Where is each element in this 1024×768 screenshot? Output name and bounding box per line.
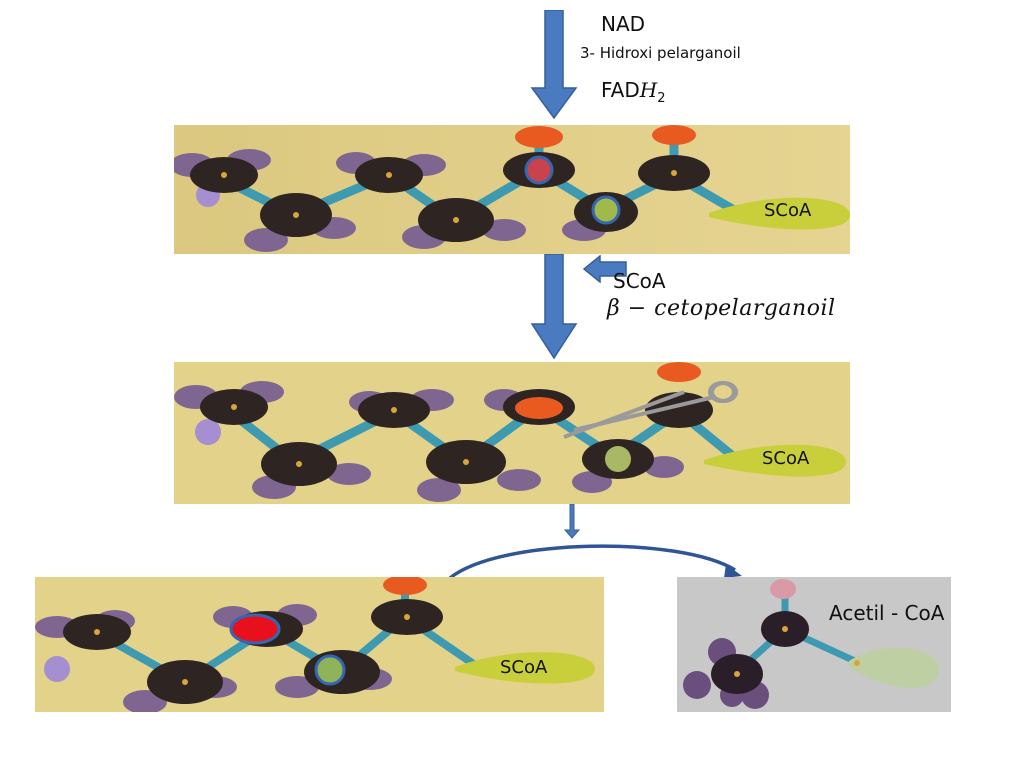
arrow-down-3: [563, 504, 581, 539]
acetyl-coa-label: Acetil - CoA: [829, 601, 945, 625]
scoa-input-label: SCoA: [613, 269, 666, 293]
scoa-tag-1: SCoA: [764, 200, 812, 221]
molecule-photo-2: SCoA: [174, 362, 850, 504]
cofactor-out-label: FADH2: [601, 78, 666, 106]
step1-compound-label: 3- Hidroxi pelarganoil: [580, 44, 741, 62]
arrow-down-2: [530, 254, 578, 360]
scoa-tag-2: SCoA: [762, 448, 810, 469]
curved-arrow: [448, 544, 742, 580]
scoa-tag-3: SCoA: [500, 657, 548, 678]
arrow-left-scoa: [582, 255, 627, 283]
molecule-photo-3: SCoA: [35, 577, 604, 712]
step2-compound-label: β − cetopelarganoil: [607, 296, 836, 321]
acetyl-coa-photo: Acetil - CoA: [677, 577, 951, 712]
molecule-photo-1: SCoA: [174, 125, 850, 254]
arrow-down-1: [530, 10, 578, 120]
cofactor-in-label: NAD: [601, 12, 646, 36]
